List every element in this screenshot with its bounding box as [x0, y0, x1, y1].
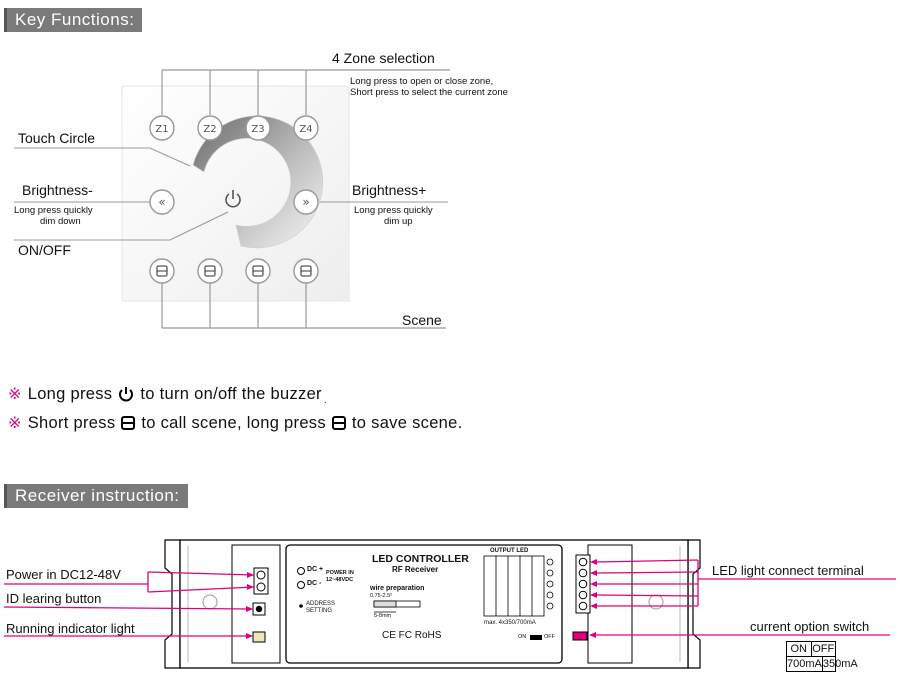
label-plate: [285, 544, 563, 664]
scene-button-3[interactable]: [245, 258, 271, 284]
save-icon: [331, 416, 346, 430]
mounting-hole-left: [202, 594, 218, 610]
svg-text:Z2: Z2: [203, 124, 216, 135]
zone-button-1[interactable]: Z1: [149, 115, 175, 141]
chevrons-left-icon: «: [158, 195, 165, 209]
svg-text:Z1: Z1: [155, 124, 168, 135]
callouts-left: [3, 571, 255, 637]
setting-label: SETTING: [306, 608, 333, 614]
on-off-label: ON/OFF: [18, 242, 71, 258]
zone-bracket: [161, 69, 450, 115]
brightness-plus-desc-1: Long press quickly: [354, 205, 433, 216]
key-functions-header: Key Functions:: [4, 8, 143, 32]
switch-on: ON: [787, 642, 812, 656]
running-indicator-light: [252, 631, 266, 643]
certs-label: CE FC RoHS: [382, 630, 442, 641]
wire-size-label: 0.75-2.5²: [370, 593, 393, 599]
power-in-device: POWER IN: [326, 570, 354, 576]
svg-text:Z4: Z4: [299, 124, 312, 135]
chevrons-right-icon: »: [302, 195, 309, 209]
note-buzzer: ※ Long press to turn on/off the buzzer.: [8, 384, 327, 406]
led-terminal-label: LED light connect terminal: [712, 563, 864, 578]
brightness-minus-desc-1: Long press quickly: [14, 205, 93, 216]
switch-350ma: 350mA: [822, 658, 858, 670]
zone-button-3[interactable]: Z3: [245, 115, 271, 141]
scene-button-4[interactable]: [293, 258, 319, 284]
mini-switch-off: OFF: [544, 634, 555, 640]
zone-button-4[interactable]: Z4: [293, 115, 319, 141]
wire-len-label: 5-8mm: [374, 613, 392, 619]
device-title: LED CONTROLLER: [372, 553, 469, 565]
power-icon: [119, 387, 134, 402]
switch-off: OFF: [812, 643, 835, 655]
power-icon[interactable]: [225, 190, 241, 208]
touch-circle-label: Touch Circle: [18, 130, 96, 146]
zone-selection-desc-2: Short press to select the current zone: [350, 87, 508, 98]
current-option-switch[interactable]: [572, 631, 588, 641]
device-left-cap: [164, 539, 181, 669]
scene-button-2[interactable]: [197, 258, 223, 284]
id-button-label: ID learing button: [6, 591, 102, 606]
brightness-plus-label: Brightness+: [352, 182, 427, 198]
zone-selection-title: 4 Zone selection: [332, 50, 435, 66]
mini-switch-on: ON: [518, 634, 527, 640]
scene-button-1[interactable]: [149, 258, 175, 284]
power-range-device: 12~48VDC: [326, 577, 354, 583]
address-label: ADDRESS: [306, 601, 336, 607]
mounting-hole-right: [648, 594, 664, 610]
svg-text:Z3: Z3: [251, 124, 264, 135]
wire-prep-label: wire preparation: [370, 585, 425, 592]
receiver-device: [164, 539, 701, 669]
zone-button-2[interactable]: Z2: [197, 115, 223, 141]
reference-mark-icon: ※: [8, 415, 22, 432]
brightness-plus-desc-2: dim up: [384, 216, 413, 227]
option-switch-label: current option switch: [750, 619, 870, 634]
scene-label: Scene: [402, 312, 442, 328]
indicator-label: Running indicator light: [6, 621, 135, 636]
max-current-label: max. 4x350/700mA: [484, 620, 536, 626]
switch-table: ON OFF 700mA 350mA: [786, 641, 858, 672]
power-in-label: Power in DC12-48V: [6, 567, 121, 582]
brightness-minus-desc-2: dim down: [40, 216, 81, 227]
save-icon: [121, 416, 136, 430]
brightness-minus-label: Brightness-: [22, 182, 93, 198]
pointer-lines: [14, 147, 448, 241]
dc-plus-label: DC +: [307, 566, 324, 573]
brightness-minus-button[interactable]: «: [149, 189, 175, 215]
output-led-label: OUTPUT LED: [490, 548, 529, 554]
scene-button-group: [149, 258, 319, 284]
zone-button-group: Z1 Z2 Z3 Z4: [149, 115, 319, 141]
dc-minus-label: DC -: [307, 580, 322, 587]
brightness-plus-button[interactable]: »: [293, 189, 319, 215]
scene-bracket: [161, 283, 446, 329]
switch-700ma: 700mA: [787, 657, 823, 671]
note-scene: ※ Short press to call scene, long press …: [8, 413, 463, 433]
reference-mark-icon: ※: [8, 386, 22, 403]
callouts-right: [594, 559, 896, 636]
receiver-header: Receiver instruction:: [4, 484, 188, 508]
zone-selection-desc-1: Long press to open or close zone,: [350, 76, 494, 87]
device-subtitle: RF Receiver: [392, 565, 439, 574]
